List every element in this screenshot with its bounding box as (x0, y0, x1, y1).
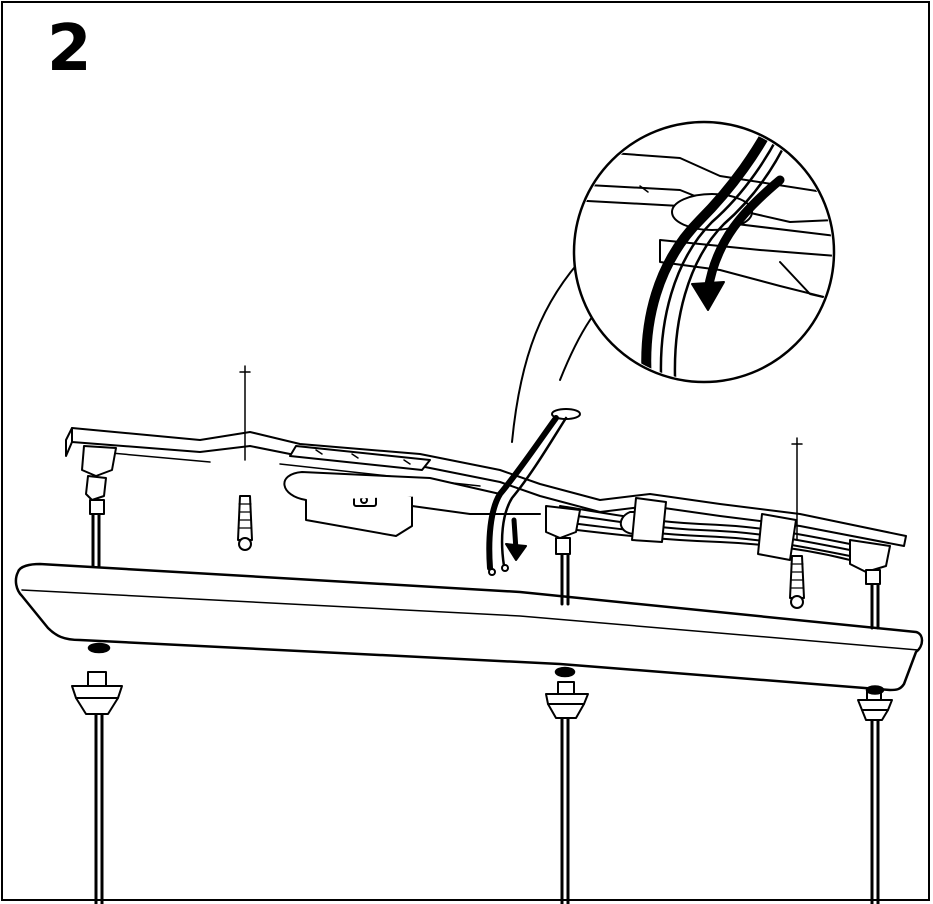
lamp-body (14, 562, 924, 695)
suspension-cords (94, 698, 880, 904)
cord-holder-right (849, 539, 891, 585)
screw-left-icon (237, 365, 253, 551)
cable-bundle (559, 497, 851, 561)
terminal-plate (289, 445, 431, 471)
step-number: 2 (47, 12, 92, 86)
cord-holder-middle (545, 505, 581, 555)
curved-arrow-icon (691, 175, 785, 311)
detail-magnified (576, 124, 832, 380)
cords-to-bracket (91, 510, 880, 630)
screw-right-icon (789, 437, 805, 609)
cord-grip-left (71, 671, 123, 715)
driver-box (283, 471, 541, 537)
arrow-down-icon (505, 517, 527, 561)
cord-holder-left (81, 445, 117, 515)
cord-grip-middle (545, 681, 589, 719)
cable-entry (486, 408, 581, 576)
